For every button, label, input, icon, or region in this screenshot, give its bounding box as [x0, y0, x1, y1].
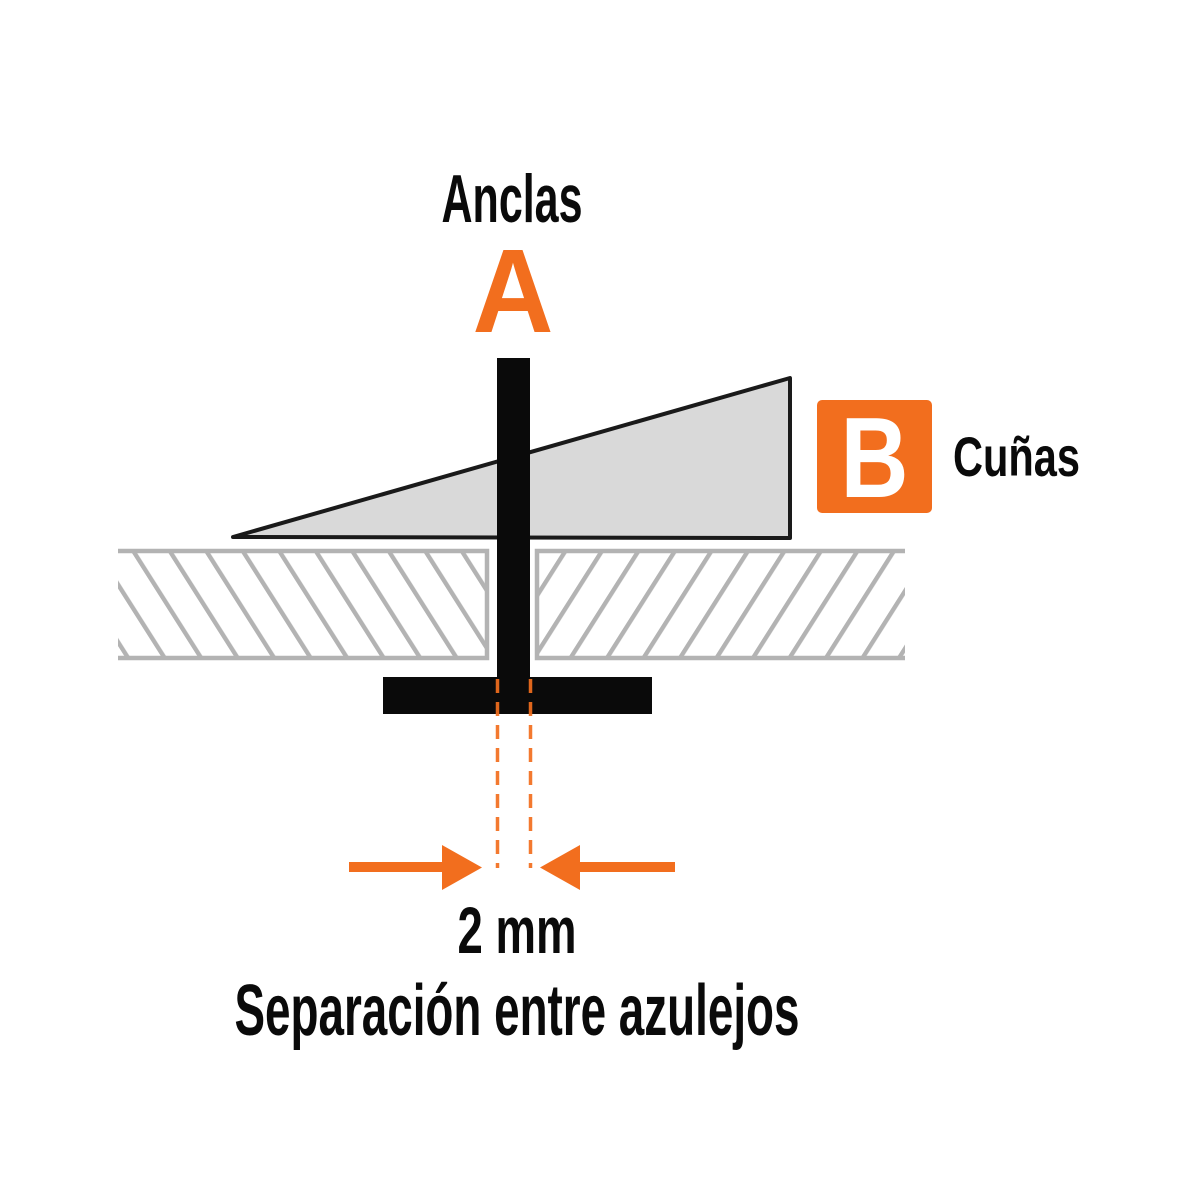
gap-arrow-right-icon — [540, 845, 675, 890]
wedges-title: Cuñas — [953, 425, 1080, 488]
gap-arrow-left-icon — [349, 845, 482, 890]
tile-right — [534, 548, 905, 661]
anchors-title: Anclas — [442, 161, 583, 237]
tile-left-hatch — [118, 551, 487, 658]
tile-left-border — [118, 548, 490, 661]
gap-caption-label: Separación entre azulejos — [235, 971, 800, 1051]
gap-value-label: 2 mm — [458, 893, 577, 967]
wedge-badge — [817, 400, 932, 513]
wedge-letter-b: B — [841, 395, 909, 522]
spacer-base — [383, 677, 652, 714]
tile-right-hatch — [537, 551, 905, 658]
tile-right-border — [534, 548, 905, 661]
spacer-stem — [497, 358, 530, 714]
anchor-letter-a: A — [473, 225, 554, 358]
tile-left — [118, 548, 490, 661]
